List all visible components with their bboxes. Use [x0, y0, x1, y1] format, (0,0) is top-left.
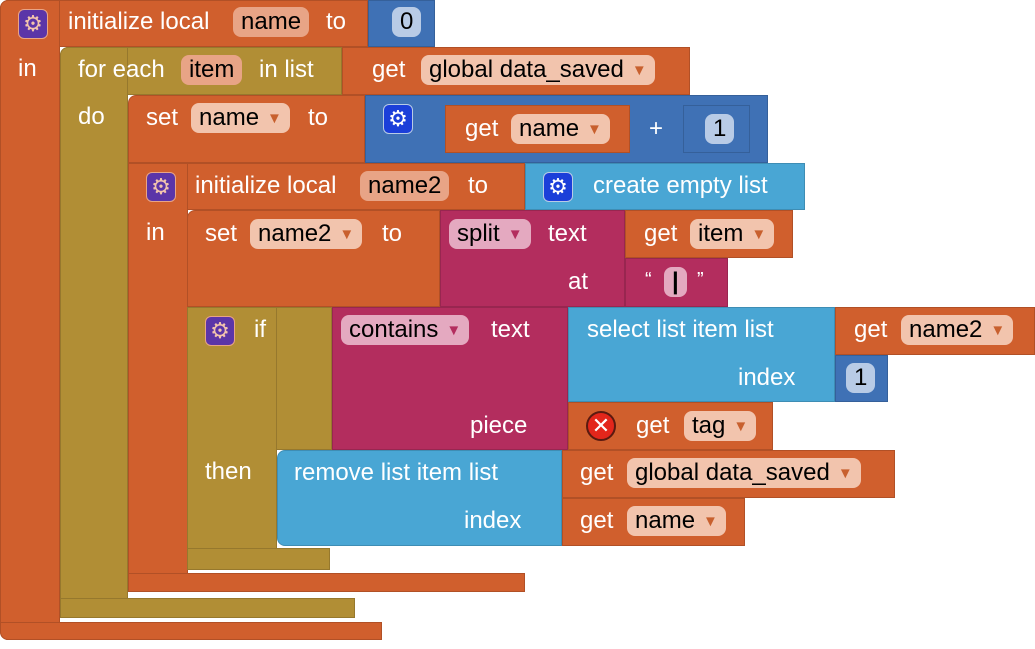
number-field[interactable]: 0 — [392, 7, 422, 37]
dropdown-value: name — [519, 115, 580, 142]
set-var-dropdown[interactable]: name2 ▼ — [250, 219, 363, 249]
dropdown-arrow-icon: ▼ — [587, 121, 602, 138]
get-label: get — [465, 115, 499, 142]
global-var-dropdown[interactable]: global data_saved ▼ — [421, 55, 655, 85]
get-var-dropdown[interactable]: name ▼ — [511, 114, 610, 144]
init-local-name-body — [0, 0, 60, 640]
get-var-dropdown[interactable]: name ▼ — [627, 506, 726, 536]
get-label: get — [644, 220, 678, 247]
to-label: to — [308, 104, 329, 131]
contains-dropdown[interactable]: contains ▼ — [341, 315, 470, 345]
gear-icon[interactable]: ⚙ — [146, 172, 176, 202]
get-var-dropdown[interactable]: item ▼ — [690, 219, 775, 249]
remove-list-item-label: remove list item list — [294, 459, 499, 486]
dropdown-arrow-icon: ▼ — [751, 226, 767, 243]
set-label: set — [205, 220, 238, 247]
for-each-footer — [60, 598, 355, 618]
get-label: get — [580, 507, 614, 534]
dropdown-value: name — [199, 104, 260, 131]
for-each-body — [60, 47, 128, 618]
item-var-field[interactable]: item — [181, 55, 243, 85]
select-list-item-label: select list item list — [587, 316, 774, 343]
index-label: index — [464, 507, 522, 534]
global-var-dropdown[interactable]: global data_saved ▼ — [627, 458, 861, 488]
close-quote: ” — [697, 269, 704, 291]
select-list-item-block[interactable] — [568, 307, 835, 402]
get-label: get — [372, 56, 406, 83]
error-icon[interactable]: ✕ — [586, 411, 616, 441]
gear-icon[interactable]: ⚙ — [543, 172, 573, 202]
text-string-block[interactable] — [625, 258, 728, 307]
get-label: get — [854, 316, 888, 343]
if-label: if — [254, 316, 266, 343]
dropdown-arrow-icon: ▼ — [267, 110, 282, 127]
get-label: get — [636, 412, 670, 439]
get-var-dropdown[interactable]: tag ▼ — [684, 411, 757, 441]
dropdown-value: split — [457, 220, 500, 247]
var-name-field[interactable]: name — [233, 7, 310, 37]
dropdown-value: global data_saved — [635, 459, 830, 486]
at-label: at — [568, 268, 589, 295]
dropdown-value: contains — [349, 316, 439, 343]
dropdown-arrow-icon: ▼ — [507, 226, 523, 243]
dropdown-arrow-icon: ▼ — [733, 418, 749, 435]
gear-icon[interactable]: ⚙ — [205, 316, 235, 346]
dropdown-value: name2 — [909, 316, 983, 343]
dropdown-arrow-icon: ▼ — [703, 513, 718, 530]
if-footer — [187, 548, 330, 570]
init-label: initialize local — [68, 8, 210, 35]
for-each-label: for each — [78, 56, 165, 83]
dropdown-value: item — [698, 220, 744, 247]
set-var-dropdown[interactable]: name ▼ — [191, 103, 290, 133]
set-label: set — [146, 104, 179, 131]
split-dropdown[interactable]: split ▼ — [449, 219, 531, 249]
dropdown-value: global data_saved — [429, 56, 624, 83]
init-local-name2-footer — [128, 573, 525, 592]
then-label: then — [205, 458, 252, 485]
number-field[interactable]: 1 — [846, 363, 876, 393]
dropdown-value: name — [635, 507, 696, 534]
get-var-dropdown[interactable]: name2 ▼ — [901, 315, 1014, 345]
gear-icon[interactable]: ⚙ — [383, 104, 413, 134]
remove-list-item-block[interactable] — [277, 450, 562, 546]
number-field[interactable]: 1 — [705, 114, 735, 144]
dropdown-arrow-icon: ▼ — [339, 226, 355, 243]
to-label: to — [382, 220, 403, 247]
dropdown-value: name2 — [258, 220, 332, 247]
to-label: to — [468, 172, 489, 199]
open-quote: “ — [645, 269, 652, 291]
do-label: do — [78, 103, 105, 130]
if-body — [187, 307, 277, 570]
init-local-name-footer — [0, 622, 382, 640]
dropdown-arrow-icon: ▼ — [990, 322, 1006, 339]
dropdown-arrow-icon: ▼ — [631, 62, 647, 79]
var-name2-field[interactable]: name2 — [360, 171, 450, 201]
init-local-name2-body — [128, 163, 188, 592]
in-label: in — [18, 55, 37, 82]
text-label: text — [491, 316, 530, 343]
text-label: text — [548, 220, 587, 247]
dropdown-arrow-icon: ▼ — [446, 322, 462, 339]
in-label: in — [146, 219, 165, 246]
dropdown-arrow-icon: ▼ — [837, 465, 853, 482]
dropdown-value: tag — [692, 412, 726, 439]
create-empty-list-label: create empty list — [593, 172, 768, 199]
text-field[interactable]: | — [664, 267, 687, 297]
plus-label: + — [649, 115, 664, 142]
index-label: index — [738, 364, 796, 391]
to-label: to — [326, 8, 347, 35]
init-label: initialize local — [195, 172, 337, 199]
get-label: get — [580, 459, 614, 486]
in-list-label: in list — [259, 56, 314, 83]
piece-label: piece — [470, 412, 528, 439]
gear-icon[interactable]: ⚙ — [18, 9, 48, 39]
number-block[interactable] — [683, 105, 750, 153]
